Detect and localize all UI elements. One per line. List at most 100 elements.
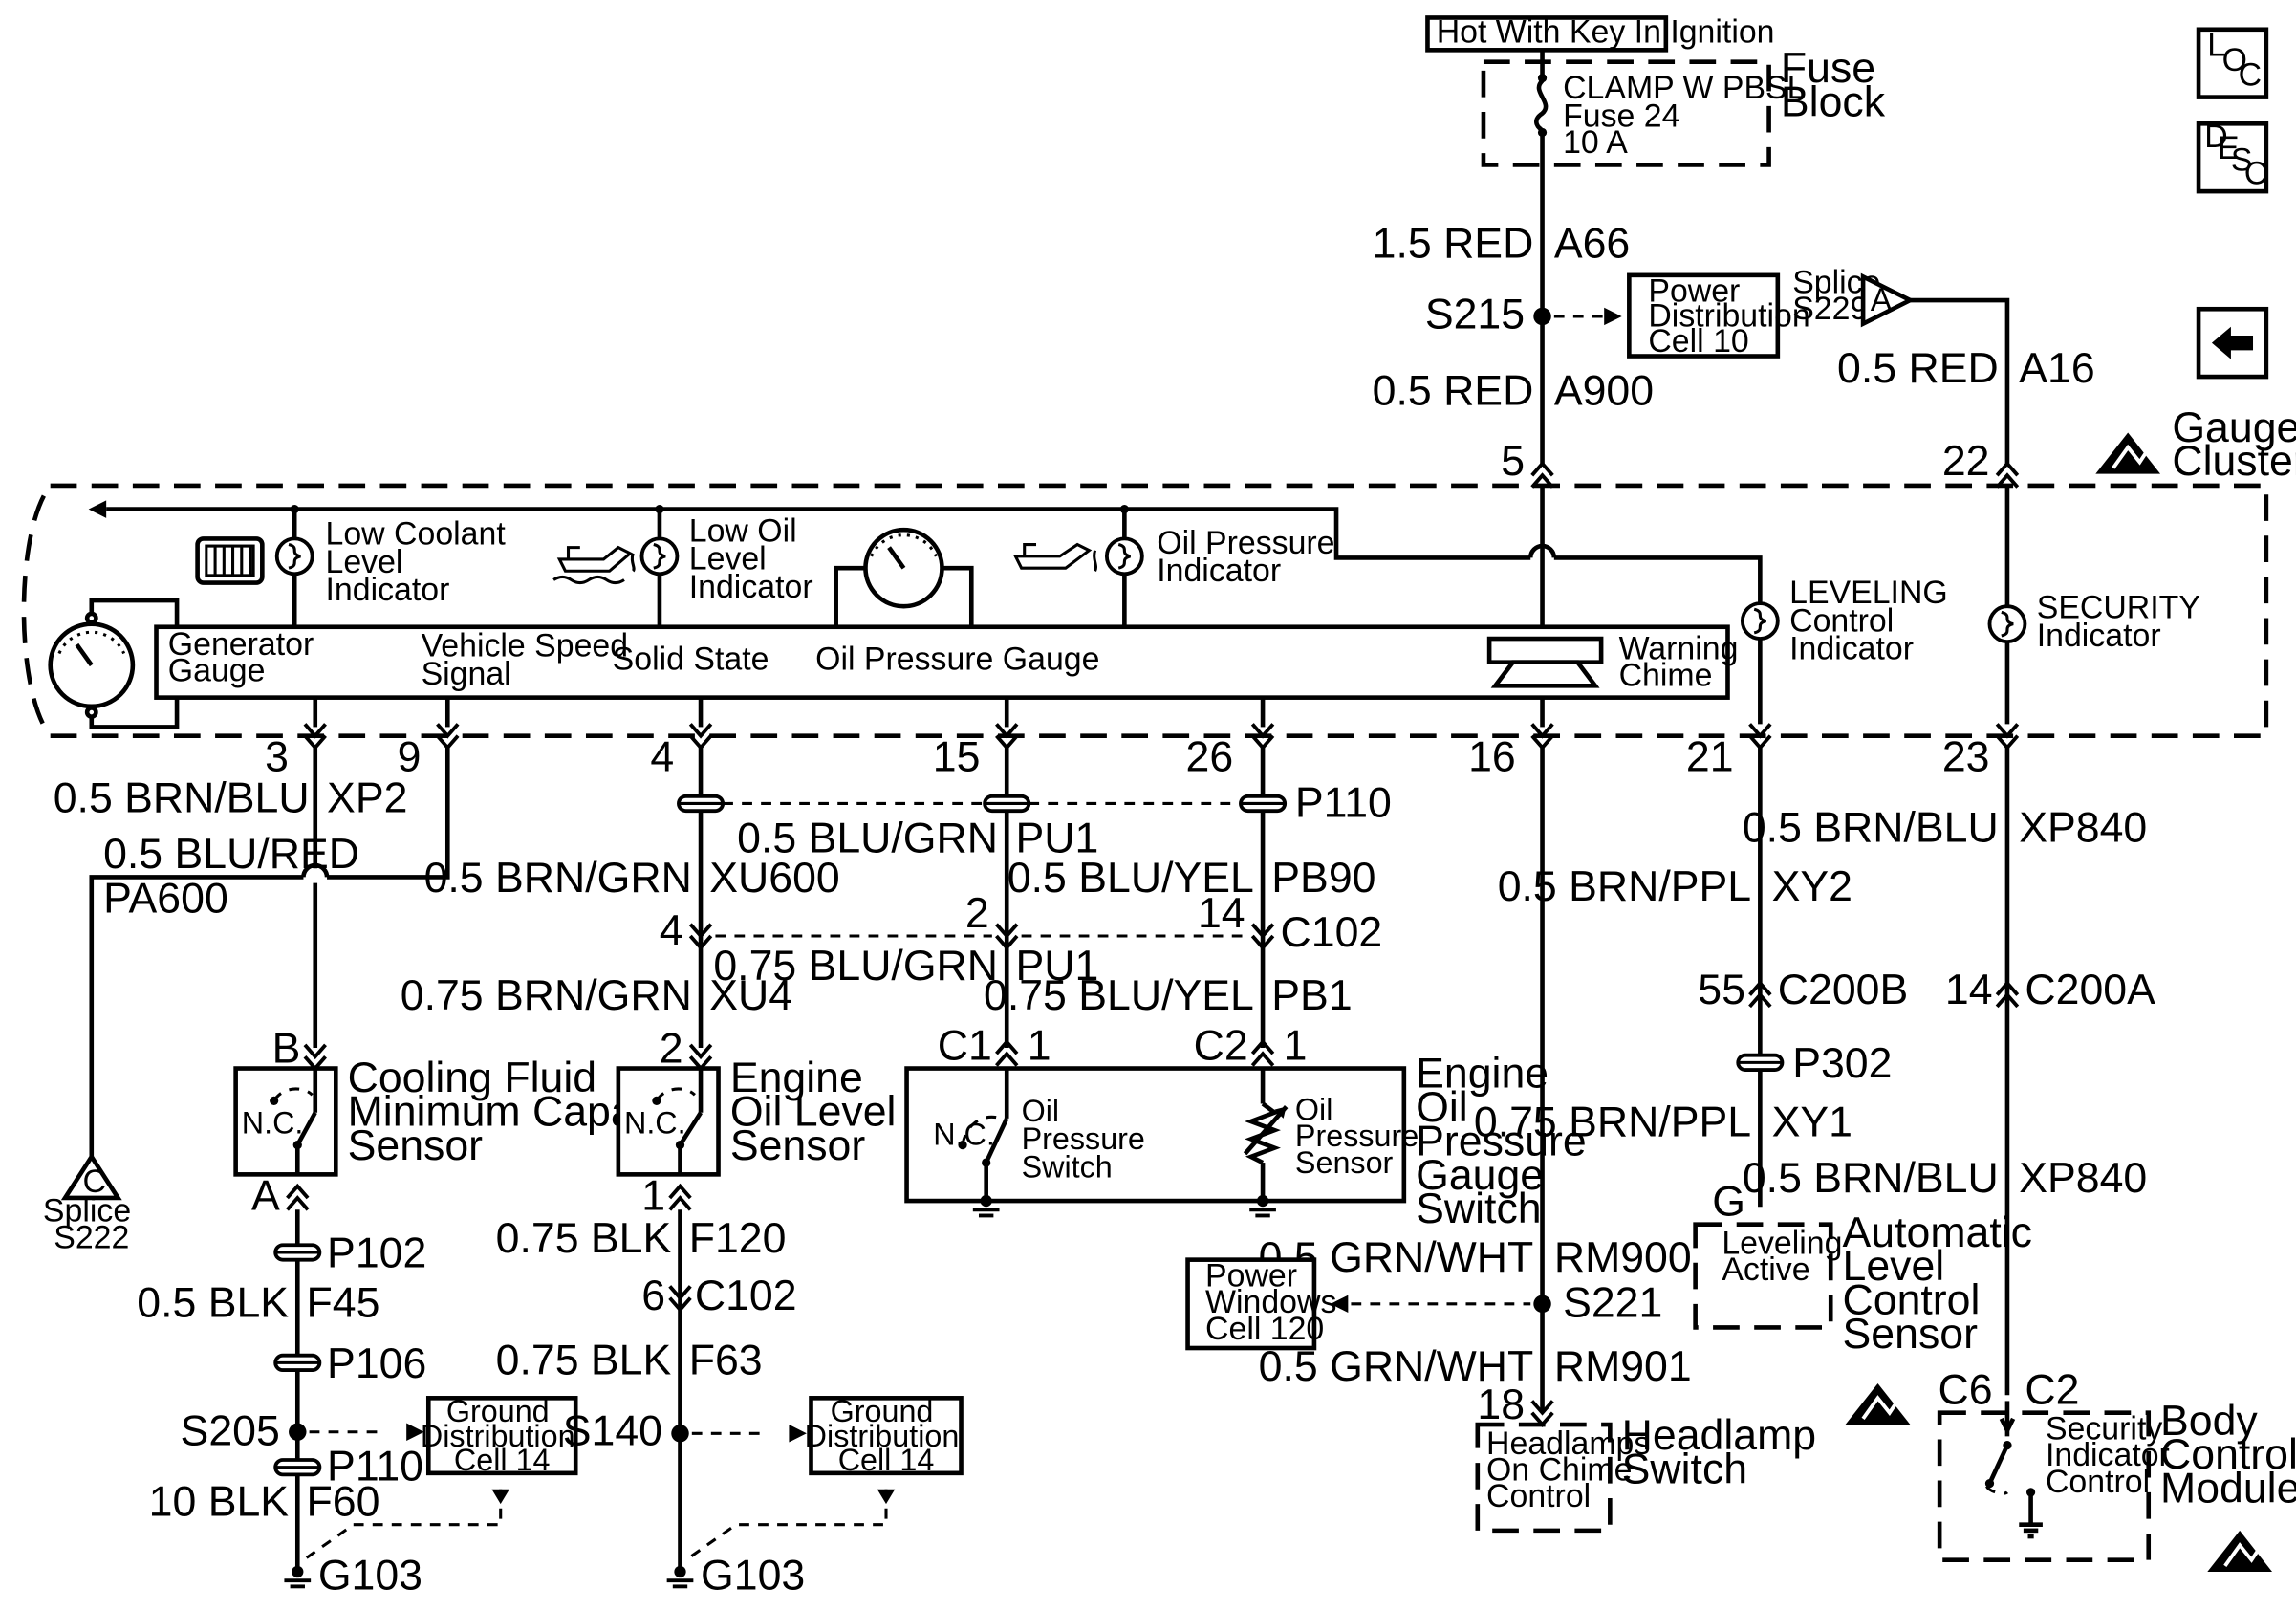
wire-pb1-size: 0.75 BLU/YEL	[984, 972, 1254, 1019]
generator-gauge-label: Generator Gauge	[168, 626, 323, 689]
pin-a-label: A	[251, 1172, 280, 1219]
cooling-fluid-sensor-box[interactable]	[233, 1066, 338, 1177]
power-distribution-cell-10-link[interactable]	[1627, 272, 1781, 359]
fuse-block-box	[1481, 59, 1771, 167]
wire-f60-id: F60	[307, 1478, 380, 1525]
splice-c-triangle[interactable]	[60, 1152, 122, 1201]
nc-label-cooling: N.C.	[242, 1105, 304, 1140]
pin-5-label: 5	[1501, 438, 1525, 485]
wire-rm900-id: RM900	[1554, 1234, 1692, 1281]
splice-a-triangle[interactable]	[1860, 272, 1916, 328]
ground-g103-a-icon	[282, 1563, 314, 1589]
wire-a66-id: A66	[1554, 220, 1630, 267]
low-coolant-label: Low Coolant Level Indicator	[326, 516, 515, 608]
wire-xu600-id: XU600	[709, 855, 839, 902]
connector-p302	[1736, 1053, 1785, 1072]
body-control-module-box[interactable]	[1937, 1410, 2152, 1562]
leveling-active-label: Leveling Active	[1722, 1225, 1852, 1288]
warning-chime-label: Warning Chime	[1619, 631, 1747, 694]
connector-p102	[273, 1243, 322, 1262]
wire-xp840b-id: XP840	[2019, 1155, 2147, 1202]
wire-pu1b-size: 0.75 BLU/GRN	[713, 943, 998, 990]
c102-pin-4: 4	[660, 907, 683, 954]
pin-b-label: B	[272, 1025, 301, 1072]
pin-g-label: G	[1712, 1178, 1745, 1225]
wire-xy2-id: XY2	[1772, 863, 1852, 910]
pdc10-label: Power Distribution Cell 10	[1648, 273, 1819, 359]
oil-pressure-switch-label: Oil Pressure Switch	[1022, 1094, 1154, 1184]
description-button-label: D E S C	[2204, 119, 2267, 191]
leveling-indicator-label: LEVELING Control Indicator	[1789, 575, 1957, 666]
solid-state-label: Solid State	[613, 641, 769, 677]
splice-s215-dot	[1533, 307, 1551, 326]
low-oil-label: Low Oil Level Indicator	[689, 512, 813, 604]
wire-xy1-size: 0.75 BRN/PPL	[1474, 1099, 1751, 1145]
ground-distribution-cell-14-link-b[interactable]	[809, 1396, 964, 1476]
c200b-label: C200B	[1778, 967, 1908, 1013]
wire-xy2-size: 0.5 BRN/PPL	[1498, 863, 1751, 910]
splice-s140-label: S140	[563, 1408, 662, 1455]
hot-with-key-label: Hot With Key In Ignition	[1437, 14, 1775, 51]
esd-icon-cluster	[2093, 430, 2162, 476]
splice-s140-dot	[671, 1425, 689, 1443]
wire-pu1a-size: 0.5 BLU/GRN	[737, 815, 998, 861]
gdc14-label-b: Ground Distribution Cell 14	[805, 1394, 968, 1477]
c2-label-eop: C2	[1194, 1022, 1248, 1069]
c102-label-b: C102	[695, 1273, 797, 1319]
automatic-level-control-sensor-box[interactable]	[1693, 1222, 1833, 1330]
wire-pa600-id: PA600	[103, 875, 228, 922]
pin-2-label: 2	[660, 1025, 683, 1072]
connector-p110-top-label: P110	[1295, 779, 1392, 826]
connector-p110-top	[1239, 794, 1288, 814]
warning-chime-icon	[1486, 636, 1604, 688]
oil-pressure-gauge-dial-icon	[834, 527, 974, 627]
wire-pu1a-id: PU1	[1015, 815, 1098, 861]
low-oil-bulb-icon	[639, 536, 680, 577]
wire-a16	[1910, 297, 2010, 466]
wire-a16-id: A16	[2019, 345, 2094, 392]
wire-a66-size: 1.5 RED	[1373, 220, 1534, 267]
pin-22-label: 22	[1942, 438, 1990, 485]
wire-xu4-id: XU4	[709, 972, 792, 1019]
location-button-label: L O C	[2207, 27, 2262, 93]
wire-xp840a-id: XP840	[2019, 804, 2147, 851]
vehicle-speed-label: Vehicle Speed Signal	[422, 628, 638, 692]
wire-f120-size: 0.75 BLK	[496, 1215, 672, 1262]
wire-a900-size: 0.5 RED	[1373, 367, 1534, 414]
oil-pressure-bulb-icon	[1104, 536, 1144, 577]
back-button[interactable]	[2196, 306, 2269, 380]
wire-xy1-id: XY1	[1772, 1099, 1852, 1145]
oil-pressure-switch-icon	[958, 1068, 1009, 1198]
body-control-module-label: Body Control Module	[2160, 1398, 2296, 1512]
nc-label-oil-pressure: N.C.	[933, 1118, 995, 1152]
connector-p110-oil-level	[677, 794, 726, 814]
power-windows-cell-120-link[interactable]	[1185, 1257, 1317, 1351]
c200b-pin: 55	[1698, 967, 1745, 1013]
c102-pin-6: 6	[641, 1273, 665, 1319]
wire-pb90-id: PB90	[1271, 855, 1375, 902]
pin-18-label: 18	[1477, 1382, 1525, 1428]
oil-can-level-icon	[552, 545, 636, 585]
headlamps-on-chime-control-box[interactable]	[1475, 1422, 1613, 1534]
wire-f45-size: 0.5 BLK	[137, 1280, 289, 1327]
wire-pa600	[89, 875, 304, 1157]
location-button[interactable]: L O C	[2196, 27, 2269, 99]
headlamps-on-chime-label: Headlamps On Chime Control	[1486, 1425, 1659, 1514]
hot-with-key-box	[1425, 15, 1669, 53]
engine-oil-pressure-gauge-switch-box[interactable]	[904, 1066, 1407, 1204]
wire-f63-id: F63	[689, 1338, 763, 1384]
description-button[interactable]: D E S C	[2196, 119, 2269, 194]
c200a-pin: 14	[1945, 967, 1993, 1013]
wire-f63-size: 0.75 BLK	[496, 1338, 672, 1384]
wire-xp2-id: XP2	[327, 775, 407, 822]
ground-distribution-cell-14-link-a[interactable]	[425, 1396, 578, 1476]
security-indicator-label: SECURITY Indicator	[2037, 590, 2210, 654]
esd-icon-level-sensor	[1843, 1382, 1913, 1426]
gauge-cluster-label: Gauge Cluster	[2172, 404, 2296, 485]
wire-xp2-size: 0.5 BRN/BLU	[54, 775, 310, 822]
fuse-block-label: Fuse Block	[1781, 45, 1888, 125]
wire-f45-id: F45	[307, 1280, 380, 1327]
pin-1-label: 1	[641, 1172, 665, 1219]
esd-icon-bcm	[2205, 1528, 2274, 1574]
c102-pin-2: 2	[965, 890, 989, 937]
